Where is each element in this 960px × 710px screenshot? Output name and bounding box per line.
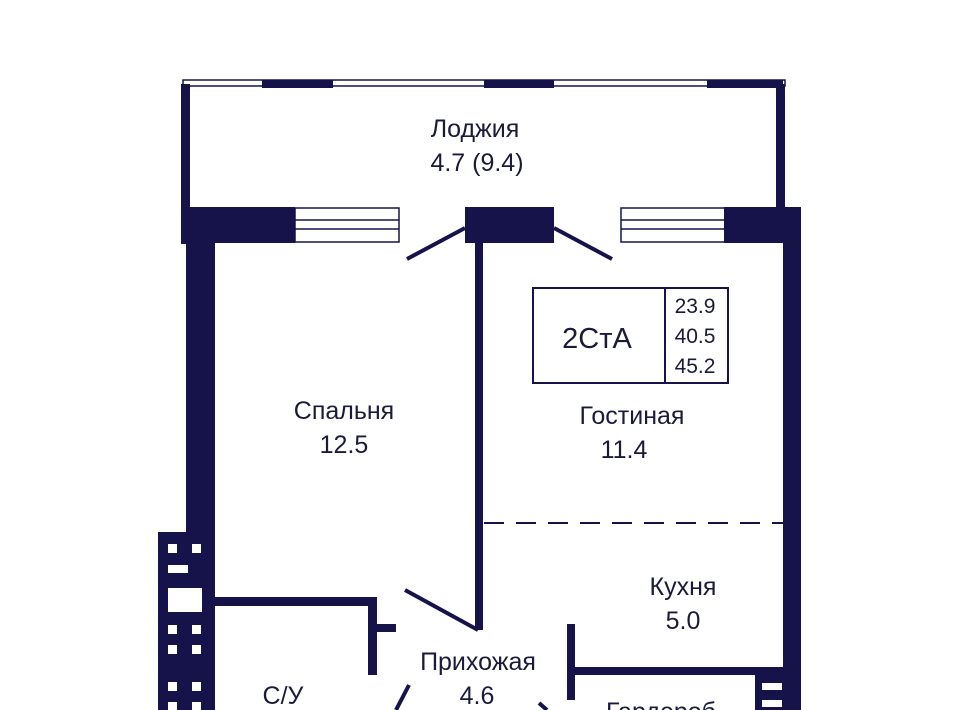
- exterior-wall: [183, 207, 801, 710]
- kitchen-name: Кухня: [650, 573, 717, 601]
- kitchen-area: 5.0: [666, 607, 701, 635]
- hall-name: Прихожая: [420, 648, 536, 676]
- apartment-info-box: 2СтА 23.9 40.5 45.2: [532, 287, 729, 384]
- door-bedroom: [406, 226, 466, 261]
- loggia-name: Лоджия: [431, 115, 520, 143]
- doors: [394, 226, 613, 710]
- living-area: 23.9: [675, 295, 716, 318]
- total-area-with-loggia: 45.2: [675, 355, 716, 378]
- loggia-area: 4.7 (9.4): [430, 149, 523, 177]
- apartment-type: 2СтА: [562, 323, 632, 355]
- living-area-label: 11.4: [601, 436, 648, 464]
- loggia-frame: [181, 79, 786, 244]
- door-bathroom: [394, 684, 411, 710]
- window: [294, 207, 400, 243]
- bedroom-name: Спальня: [294, 397, 394, 425]
- adjacent-building-right: [755, 675, 801, 710]
- interior-walls: [215, 243, 783, 700]
- wardrobe-name: Гардероб: [606, 698, 716, 710]
- bedroom-area: 12.5: [320, 431, 369, 459]
- door-wardrobe: [537, 701, 549, 710]
- hall-area: 4.6: [460, 682, 495, 710]
- adjacent-building-left: [158, 532, 215, 710]
- window: [620, 207, 726, 243]
- door-living: [553, 226, 613, 261]
- door-hall: [404, 588, 479, 632]
- total-area: 40.5: [675, 325, 716, 348]
- bathroom-name: С/У: [263, 682, 304, 710]
- living-name: Гостиная: [580, 402, 685, 430]
